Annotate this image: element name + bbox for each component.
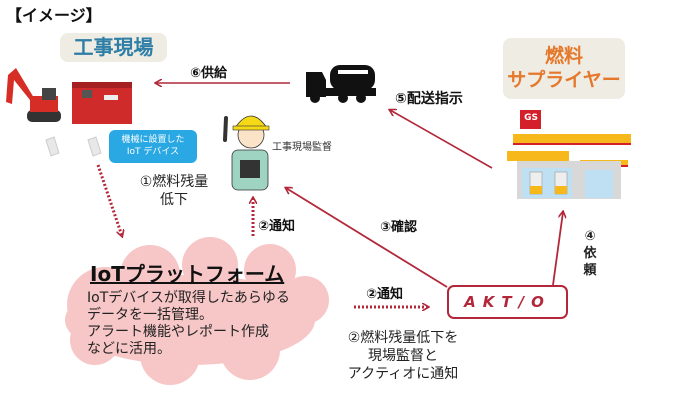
- iot-device-line2: IoT デバイス: [126, 147, 180, 157]
- notify-desc-line2: 現場監督と: [368, 348, 438, 364]
- step-supply-label: ⑥供給: [190, 66, 228, 81]
- iot-device-line1: 機械に設置した: [121, 135, 185, 145]
- platform-desc-line: などに活用。: [87, 341, 171, 357]
- platform-description: IoTデバイスが取得したあらゆる データを一括管理。 アラート機能やレポート作成…: [87, 290, 290, 358]
- step-request-char1: 依: [583, 246, 597, 261]
- supplier-label-line2: サプライヤー: [507, 69, 621, 91]
- step-fuel-low-line2: 低下: [160, 192, 188, 208]
- platform-cloud: [65, 237, 329, 385]
- page-title: 【イメージ】: [6, 6, 102, 25]
- step-delivery-label: ⑤配送指示: [395, 91, 463, 107]
- step-request-char2: 頼: [583, 263, 597, 278]
- aktio-logo: AKT/O: [464, 293, 551, 311]
- arrow-confirm: [286, 188, 448, 288]
- notify-desc-line3: アクティオに通知: [347, 366, 459, 382]
- aktio-logo-box: AKT/O: [447, 285, 568, 319]
- step-fuel-low-line1: ①燃料残量: [139, 174, 209, 190]
- platform-title: IoTプラットフォーム: [90, 262, 285, 286]
- step-request-num: ④: [584, 229, 596, 244]
- arrow-delivery: [390, 110, 493, 169]
- notify-desc-line1: ②燃料残量低下を: [347, 330, 459, 346]
- step-confirm-label: ③確認: [380, 220, 418, 235]
- arrow-request: [552, 212, 563, 286]
- step-notify-description: ②燃料残量低下を 現場監督と アクティオに通知: [328, 329, 478, 383]
- step-request-label: ④ 依 頼: [581, 228, 599, 279]
- gas-station-icon: [507, 110, 631, 199]
- site-label: 工事現場: [60, 33, 167, 62]
- generator-icon: [72, 82, 132, 124]
- excavator-icon: [6, 68, 61, 122]
- supervisor-label: 工事現場監督: [272, 142, 332, 153]
- arrow-fuel-low: [96, 164, 122, 236]
- supervisor-icon: [223, 115, 270, 191]
- sensor-icon: [45, 136, 102, 157]
- supplier-label-line1: 燃料: [544, 45, 583, 67]
- step-notify-supervisor-label: ②通知: [258, 219, 296, 234]
- step-notify-aktio-label: ②通知: [366, 287, 404, 302]
- platform-desc-line: データを一括管理。: [87, 307, 213, 323]
- platform-desc-line: アラート機能やレポート作成: [87, 324, 269, 340]
- gas-station-sign: GS: [524, 113, 538, 123]
- platform-desc-line: IoTデバイスが取得したあらゆる: [87, 290, 290, 306]
- iot-device-badge: 機械に設置した IoT デバイス: [109, 130, 197, 163]
- tanker-truck-icon: [306, 65, 376, 103]
- supplier-label: 燃料 サプライヤー: [503, 38, 625, 99]
- step-fuel-low-label: ①燃料残量 低下: [124, 173, 224, 209]
